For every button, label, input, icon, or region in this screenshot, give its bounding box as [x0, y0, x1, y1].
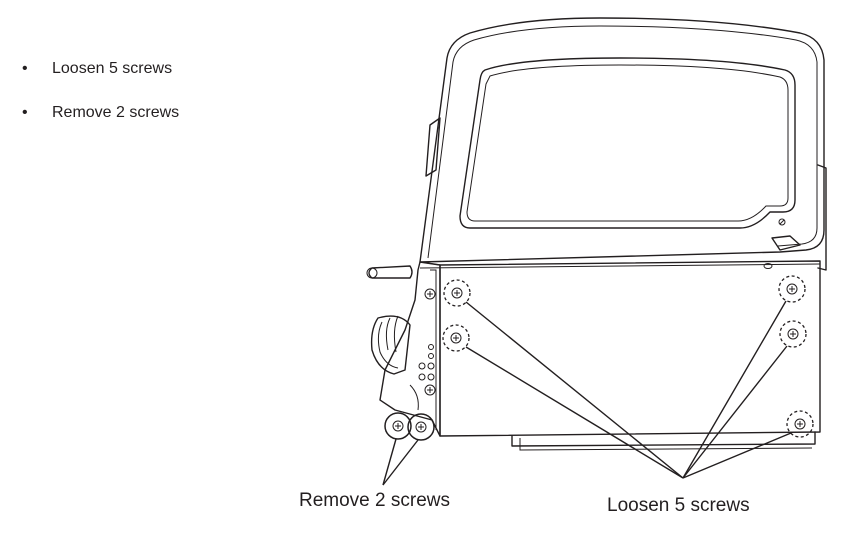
loosen-screws-label: Loosen 5 screws	[607, 495, 750, 516]
front-panel	[366, 261, 441, 437]
device-hood	[419, 17, 827, 271]
instruction-item: • Loosen 5 screws	[18, 58, 179, 80]
remove-screw-marker	[384, 412, 412, 440]
loosen-screw-marker	[778, 275, 806, 303]
loosen-screw-marker	[442, 324, 470, 352]
instruction-text: Remove 2 screws	[52, 104, 180, 121]
instruction-list: • Loosen 5 screws • Remove 2 screws	[18, 58, 179, 146]
instruction-item: • Remove 2 screws	[18, 102, 179, 124]
bullet-marker: •	[22, 104, 28, 121]
loosen-screw-marker	[443, 279, 471, 307]
bullet-marker: •	[22, 60, 28, 77]
remove-screw-markers	[384, 412, 435, 441]
instruction-text: Loosen 5 screws	[52, 60, 173, 77]
loosen-screw-marker	[786, 410, 814, 438]
plain-screws	[424, 288, 436, 396]
remove-screws-label: Remove 2 screws	[299, 490, 450, 511]
loosen-screw-markers	[442, 275, 814, 438]
remove-screw-marker	[407, 413, 435, 441]
leader-lines	[382, 300, 792, 486]
loosen-screw-marker	[779, 320, 807, 348]
